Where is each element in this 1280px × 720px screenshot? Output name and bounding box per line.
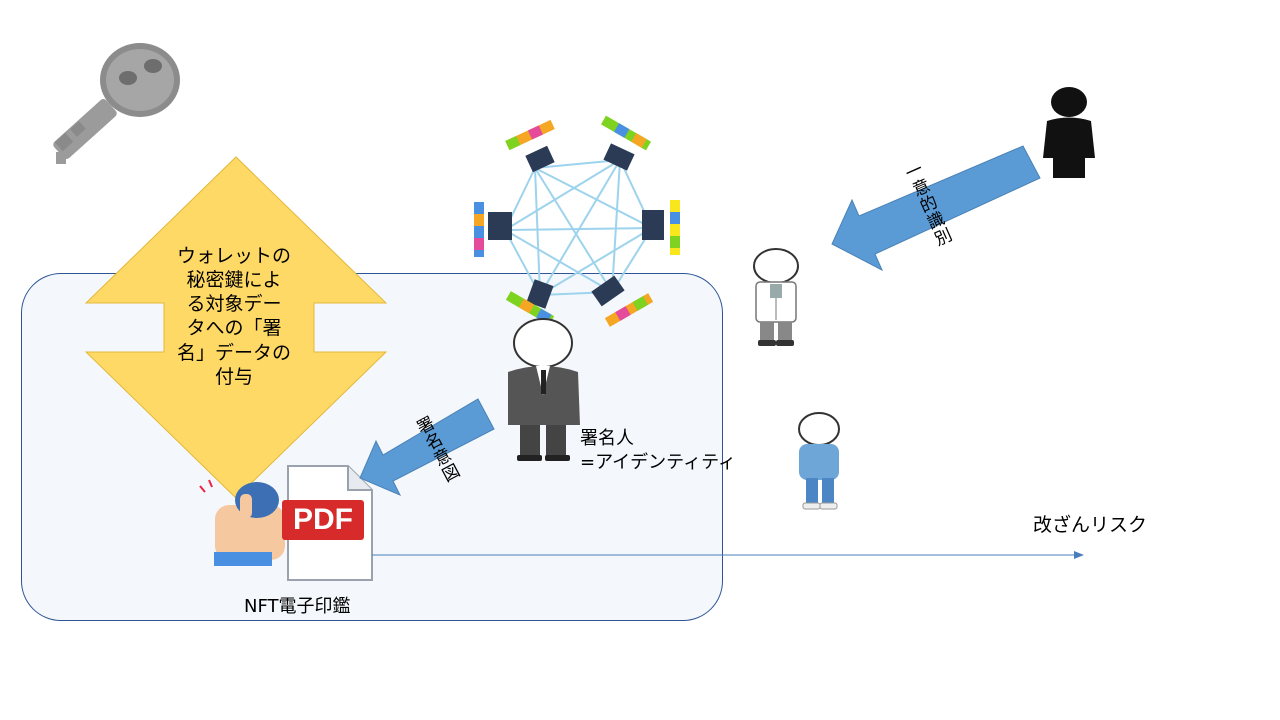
signer-person-icon — [508, 318, 580, 461]
diamond-line: 秘密鍵によ — [186, 269, 282, 292]
diamond-line: タへの「署 — [186, 317, 282, 340]
diamond-line: 名」データの — [176, 341, 291, 364]
diamond-line: ウォレットの — [176, 245, 291, 267]
nft-seal-label: NFT電子印鑑 — [244, 596, 351, 617]
network-node-computer-icon — [505, 279, 555, 325]
signer-identity-label: 署名人 =アイデンティティ — [580, 427, 736, 476]
unique-id-arrow — [831, 145, 1041, 272]
network-node-computer-icon — [474, 202, 512, 257]
diamond-line: 付与 — [214, 365, 253, 388]
blockchain-network — [504, 159, 653, 296]
signature-intent-arrow — [359, 398, 495, 496]
pdf-document-icon — [282, 465, 373, 581]
pdf-label: PDF — [293, 503, 353, 536]
stamping-hand-icon — [199, 479, 285, 566]
network-node-computer-icon — [591, 275, 654, 327]
diamond-line: る対象デー — [186, 293, 282, 316]
identity-label: =アイデンティティ — [580, 452, 737, 474]
network-node-computer-icon — [505, 119, 555, 173]
key-icon — [53, 43, 180, 164]
network-node-computer-icon — [600, 115, 652, 171]
tamper-risk-arrow — [372, 551, 1084, 559]
tamper-risk-label: 改ざんリスク — [1033, 514, 1148, 536]
diamond-description: ウォレットの 秘密鍵によ る対象デー タへの「署 名」データの 付与 — [150, 244, 318, 389]
network-node-computer-icon — [642, 200, 680, 255]
person-silhouette-icon — [1043, 87, 1095, 178]
casual-person-icon — [798, 412, 840, 510]
official-person-icon — [753, 248, 799, 346]
signer-label: 署名人 — [580, 428, 634, 449]
